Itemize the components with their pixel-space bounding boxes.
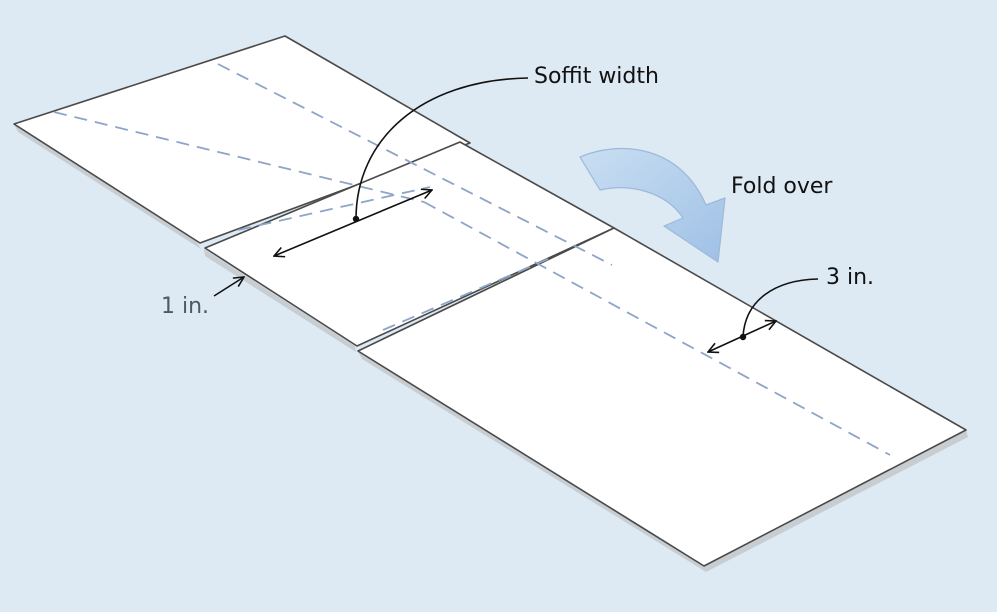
fold-over-label: Fold over	[731, 174, 833, 199]
panel-thickness	[14, 124, 968, 572]
fold-over-arrow-icon	[579, 147, 726, 263]
long-fold-line-front	[423, 201, 891, 456]
three-inch-dimension	[708, 278, 819, 352]
cross-fold-line-1	[237, 186, 431, 231]
soffit-width-dot	[352, 215, 360, 223]
soffit-width-label: Soffit width	[534, 64, 659, 89]
three-inch-dot	[739, 333, 747, 341]
fold-lines	[53, 63, 891, 456]
three-inch-leader	[742, 278, 819, 338]
one-inch-label: 1 in.	[161, 294, 210, 319]
soffit-width-leader	[355, 77, 529, 220]
one-inch-arrow	[213, 277, 244, 297]
long-fold-line-back	[53, 111, 425, 203]
soffit-width-dimension	[274, 77, 529, 256]
front-panel	[357, 227, 967, 567]
back-panel	[13, 35, 471, 244]
one-inch-pointer	[213, 277, 244, 297]
cross-fold-line-2	[382, 258, 549, 331]
long-fold-line-top	[217, 63, 613, 266]
soffit-width-arrow	[274, 190, 432, 256]
three-inch-label: 3 in.	[826, 265, 875, 290]
